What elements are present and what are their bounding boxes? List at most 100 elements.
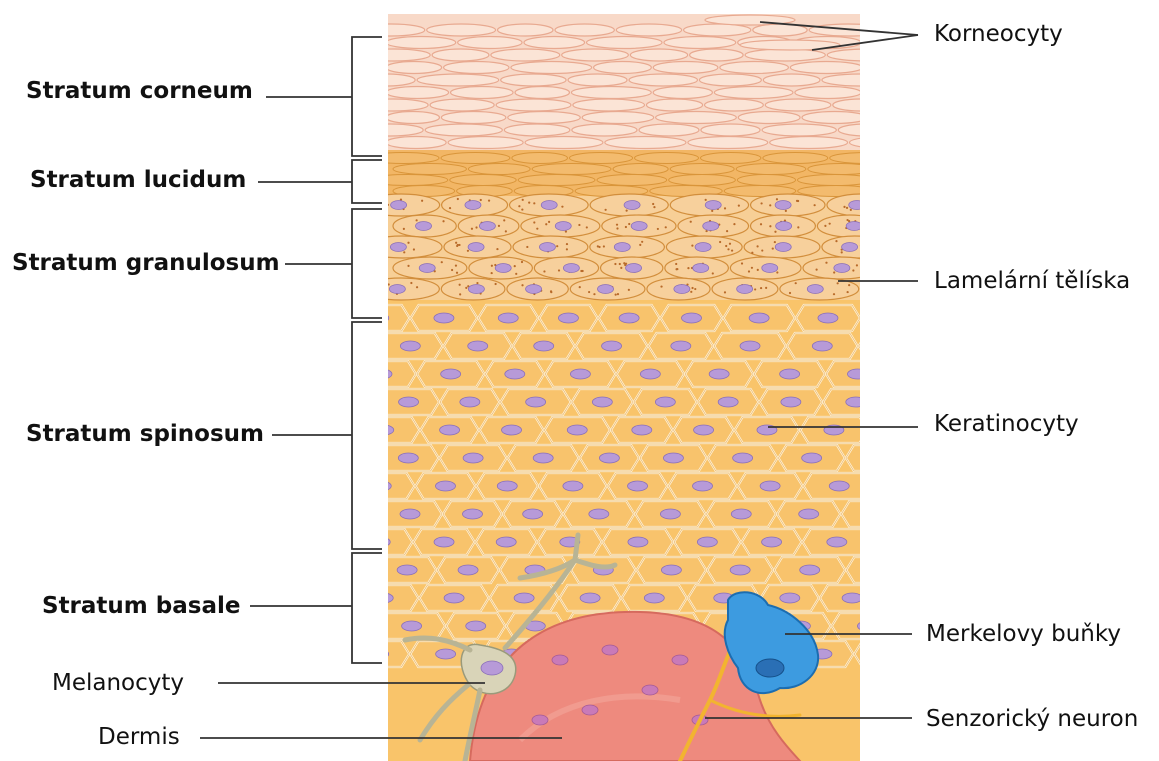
keratinocyte-nucleus: [901, 481, 921, 491]
label-stratum-granulosum: Stratum granulosum: [12, 250, 280, 276]
granulosum-nucleus: [541, 201, 557, 210]
granule: [641, 241, 643, 243]
dermis-nucleus: [602, 645, 618, 655]
keratinocyte-nucleus: [436, 649, 456, 659]
corneocyte-cell: [358, 99, 428, 111]
keratinocyte-nucleus: [434, 313, 454, 323]
corneocyte-cell: [770, 137, 848, 149]
granule: [416, 219, 418, 221]
corneocyte-cell: [458, 37, 522, 49]
granule: [373, 243, 375, 245]
bracket-granulosum: [352, 209, 382, 318]
granulosum-nucleus: [762, 264, 778, 273]
granule: [380, 198, 382, 200]
dermis-nucleus: [672, 655, 688, 665]
keratinocyte-nucleus: [671, 341, 691, 351]
keratinocyte-nucleus: [402, 621, 422, 631]
keratinocyte-nucleus: [514, 593, 534, 603]
corneocyte-cell: [720, 62, 789, 74]
granule: [719, 241, 721, 243]
label-stratum-lucidum: Stratum lucidum: [30, 167, 246, 193]
corneocyte-cell: [358, 124, 423, 136]
granule: [785, 210, 787, 212]
granule: [867, 261, 869, 263]
granule: [550, 290, 552, 292]
keratinocyte-nucleus: [827, 537, 847, 547]
granulosum-nucleus: [495, 264, 511, 273]
granulosum-nucleus: [885, 285, 901, 294]
granulosum-nucleus: [468, 285, 484, 294]
granule: [505, 230, 507, 232]
granule: [465, 287, 467, 289]
keratinocyte-nucleus: [740, 341, 760, 351]
granule: [906, 288, 908, 290]
corneocyte-cell: [386, 37, 456, 49]
lucidum-cell: [518, 175, 595, 186]
granule: [748, 270, 750, 272]
granule: [760, 223, 762, 225]
corneocyte-cell: [616, 24, 681, 36]
corneocyte-cell: [653, 87, 712, 99]
keratinocyte-outline: [885, 585, 956, 611]
corneocyte-cell: [498, 24, 553, 36]
granule: [496, 248, 498, 250]
granule: [687, 267, 689, 269]
granulosum-nucleus: [598, 285, 614, 294]
lucidum-cell: [736, 164, 806, 175]
granule: [916, 267, 918, 269]
keratinocyte-cell: [841, 501, 910, 527]
corneocyte-cell: [571, 87, 651, 99]
keratinocyte-nucleus: [502, 425, 522, 435]
keratinocyte-nucleus: [865, 453, 885, 463]
lucidum-cell: [876, 186, 937, 197]
lucidum-cell: [635, 153, 699, 164]
corneocyte-cell: [504, 124, 570, 136]
granule: [467, 250, 469, 252]
keratinocyte-nucleus: [857, 621, 877, 631]
granule: [382, 289, 384, 291]
granule: [848, 284, 850, 286]
granule: [860, 245, 862, 247]
corneocyte-cell: [524, 37, 585, 49]
keratinocyte-nucleus: [370, 537, 390, 547]
granule: [628, 289, 630, 291]
granule: [371, 243, 373, 245]
granule: [835, 240, 837, 242]
granule: [926, 230, 928, 232]
keratinocyte-cell: [348, 417, 420, 443]
keratinocyte-nucleus: [915, 397, 935, 407]
granule: [711, 210, 713, 212]
keratinocyte-nucleus: [802, 453, 822, 463]
corneocyte-cell: [833, 99, 888, 111]
lucidum-cell: [468, 164, 530, 175]
corneocyte-cell: [738, 112, 800, 124]
label-stratum-basale: Stratum basale: [42, 593, 240, 619]
keratinocyte-outline: [876, 473, 946, 499]
granule: [829, 223, 831, 225]
corneocyte-cell: [582, 112, 653, 124]
granule: [690, 221, 692, 223]
lucidum-cell: [441, 153, 510, 164]
granule: [665, 226, 667, 228]
granule: [925, 241, 927, 243]
granule: [675, 263, 677, 265]
granule: [565, 230, 567, 232]
lucidum-cell: [532, 164, 611, 175]
keratinocyte-outline: [868, 417, 933, 443]
keratinocyte-nucleus: [640, 369, 660, 379]
corneocyte-cell: [491, 49, 560, 61]
granule: [772, 247, 774, 249]
keratinocyte-nucleus: [663, 453, 683, 463]
granulosum-nucleus: [693, 264, 709, 273]
corneocyte-cell: [594, 62, 652, 74]
granule: [902, 288, 904, 290]
keratinocyte-cell: [876, 473, 946, 499]
keratinocyte-nucleus: [911, 593, 931, 603]
keratinocyte-cell: [861, 305, 921, 331]
granulosum-nucleus: [907, 264, 923, 273]
granule: [932, 263, 934, 265]
granule: [579, 286, 581, 288]
granule: [797, 226, 799, 228]
keratinocyte-nucleus: [644, 593, 664, 603]
granule: [421, 200, 423, 202]
